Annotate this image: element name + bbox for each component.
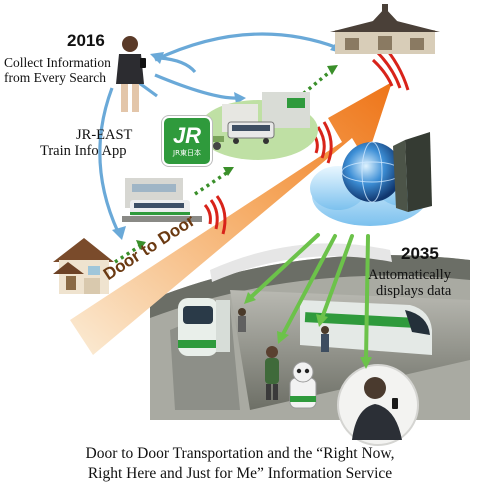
- collect-info-label-line1: Collect Information: [4, 55, 111, 70]
- data-beam-heads: [244, 292, 372, 369]
- green-dotted-arrowheads: [136, 65, 338, 250]
- data-beams: [248, 233, 370, 362]
- local-station: [122, 178, 202, 222]
- robot: [289, 361, 317, 409]
- house: [53, 238, 114, 294]
- transport-hub: [198, 92, 318, 160]
- door-to-door-arrow: [70, 82, 392, 355]
- year-2016-label: 2016: [67, 31, 105, 50]
- caption-line1: Door to Door Transportation and the “Rig…: [85, 445, 395, 462]
- zoom-bubble: [337, 364, 419, 446]
- jr-app-logo: JR JR東日本: [162, 116, 212, 166]
- app-label-line1: JR-EAST: [76, 127, 133, 143]
- destination-temple: [330, 4, 440, 54]
- jr-logo-subtext: JR東日本: [173, 149, 201, 157]
- collect-info-label-line2: from Every Search: [4, 70, 106, 85]
- cloud-server: [310, 132, 432, 226]
- caption-line2: Right Here and Just for Me” Information …: [87, 465, 393, 482]
- app-label-line2: Train Info App: [40, 143, 127, 159]
- passengers: [238, 308, 329, 400]
- woman-with-phone: [116, 36, 146, 112]
- year-2035-label: 2035: [401, 244, 439, 263]
- auto-display-label-line1: Automatically: [368, 267, 451, 283]
- train-left: [178, 298, 230, 356]
- auto-display-label-line2: displays data: [376, 283, 452, 299]
- jr-logo-text: JR: [172, 123, 202, 148]
